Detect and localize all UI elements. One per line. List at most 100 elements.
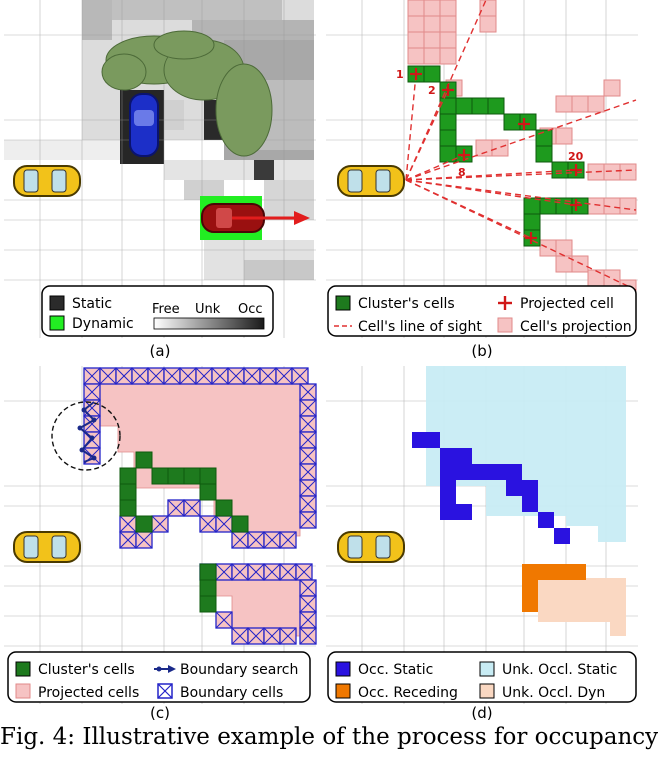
boundary-cell-cross xyxy=(215,563,233,581)
occupancy-gradient-bar xyxy=(153,317,265,330)
red-car-icon xyxy=(201,203,310,233)
boundary-cell-cross xyxy=(211,367,229,385)
boundary-cell-cross xyxy=(299,463,317,481)
boundary-cell-cross xyxy=(243,367,261,385)
legend-projected: Projected cell xyxy=(520,296,614,312)
yellow-car-icon xyxy=(13,531,81,563)
cell-number-1: 1 xyxy=(396,68,404,81)
legend-a: Static Dynamic Free Unk Occ xyxy=(41,285,274,337)
boundary-cell-cross xyxy=(115,367,133,385)
legend-static: Static xyxy=(72,296,112,312)
boundary-cell-cross xyxy=(279,627,297,645)
legend-occ-static: Occ. Static xyxy=(358,662,433,678)
boundary-cell-cross xyxy=(195,367,213,385)
boundary-cell-cross xyxy=(231,531,249,549)
boundary-cell-cross xyxy=(215,611,233,629)
boundary-cell-cross xyxy=(247,563,265,581)
boundary-cell-cross xyxy=(199,515,217,533)
boundary-cell-cross xyxy=(299,447,317,465)
boundary-cell-cross xyxy=(299,627,317,645)
legend-c: Cluster's cells Projected cells Boundary… xyxy=(7,651,311,703)
boundary-cell-cross xyxy=(275,367,293,385)
boundary-cell-cross xyxy=(279,563,297,581)
boundary-cell-cross xyxy=(231,563,249,581)
boundary-cell-cross xyxy=(299,611,317,629)
legend-occ-receding: Occ. Receding xyxy=(358,685,458,701)
cell-number-8: 8 xyxy=(458,166,466,179)
boundary-cell-cross xyxy=(299,415,317,433)
boundary-cell-cross xyxy=(83,383,101,401)
tree-icon xyxy=(101,30,273,157)
boundary-cell-cross xyxy=(247,627,265,645)
panel-b-label: (b) xyxy=(471,342,493,360)
lines-of-sight xyxy=(405,0,637,291)
boundary-cell-cross xyxy=(83,415,101,433)
boundary-cell-cross xyxy=(231,627,249,645)
boundary-cell-cross xyxy=(299,479,317,497)
boundary-cell-cross xyxy=(299,399,317,417)
boundary-cell-cross xyxy=(299,511,317,529)
boundary-cell-cross xyxy=(119,515,137,533)
boundary-cell-cross xyxy=(183,499,201,517)
occ-static-cells xyxy=(412,432,570,544)
boundary-cell-cross xyxy=(119,531,137,549)
yellow-car-icon xyxy=(13,165,81,197)
boundary-cell-cross xyxy=(263,563,281,581)
legend-unk-static: Unk. Occl. Static xyxy=(502,662,617,678)
cell-numbers: 1 2 8 20 xyxy=(396,68,584,179)
legend-cluster: Cluster's cells xyxy=(38,662,135,678)
occ-receding-cells xyxy=(522,564,586,612)
legend-occ: Occ xyxy=(238,302,263,317)
panel-a-label: (a) xyxy=(149,342,171,360)
boundary-cell-cross xyxy=(263,627,281,645)
panel-a: Static Dynamic Free Unk Occ xyxy=(4,0,316,338)
boundary-cell-cross xyxy=(131,367,149,385)
boundary-cell-cross xyxy=(299,383,317,401)
boundary-cell-cross xyxy=(299,495,317,513)
boundary-cell-cross xyxy=(291,367,309,385)
legend-boundary: Boundary cells xyxy=(180,685,283,701)
projected-region xyxy=(99,383,301,637)
legend-projected: Projected cells xyxy=(38,685,139,701)
boundary-cell-cross xyxy=(83,367,101,385)
blue-car-icon xyxy=(129,93,159,157)
boundary-cell-cross xyxy=(299,595,317,613)
boundary-cell-cross xyxy=(263,531,281,549)
grid-lines xyxy=(4,0,316,338)
boundary-cell-cross xyxy=(135,531,153,549)
boundary-cell-cross xyxy=(247,531,265,549)
panel-d: Occ. Static Occ. Receding Unk. Occl. Sta… xyxy=(326,366,638,704)
legend-free: Free xyxy=(152,302,180,317)
boundary-cell-cross xyxy=(259,367,277,385)
cell-number-20: 20 xyxy=(568,150,584,163)
boundary-cell-cross xyxy=(215,515,233,533)
cluster-cells xyxy=(119,451,249,613)
legend-b: Cluster's cells Cell's line of sight Pro… xyxy=(327,285,637,337)
boundary-cells xyxy=(83,367,317,645)
cell-number-2: 2 xyxy=(428,84,436,97)
figure-caption: Fig. 4: Illustrative example of the proc… xyxy=(0,724,658,750)
boundary-cell-cross xyxy=(151,515,169,533)
legend-dynamic: Dynamic xyxy=(72,316,134,332)
legend-cluster: Cluster's cells xyxy=(358,296,455,312)
unk-occl-dyn-region xyxy=(538,578,626,636)
boundary-cell-cross xyxy=(163,367,181,385)
legend-los: Cell's line of sight xyxy=(358,319,482,335)
boundary-cell-cross xyxy=(299,431,317,449)
legend-unk-dyn: Unk. Occl. Dyn xyxy=(502,685,605,701)
panel-c-label-visible: (c) xyxy=(150,704,170,722)
boundary-cell-cross xyxy=(147,367,165,385)
legend-projection: Cell's projection xyxy=(520,319,632,335)
panel-c: Cluster's cells Projected cells Boundary… xyxy=(4,366,317,704)
legend-d: Occ. Static Occ. Receding Unk. Occl. Sta… xyxy=(327,651,637,703)
legend-search: Boundary search xyxy=(180,662,298,678)
yellow-car-icon xyxy=(337,165,405,197)
boundary-cell-cross xyxy=(99,367,117,385)
boundary-cell-cross xyxy=(179,367,197,385)
projected-cell-markers xyxy=(410,68,582,244)
unk-occl-static-region xyxy=(426,366,626,542)
panel-d-label: (d) xyxy=(471,704,493,722)
boundary-cell-cross xyxy=(295,563,313,581)
panel-b: 1 2 8 20 Cluster's cells Cell's line of … xyxy=(326,0,638,338)
boundary-cell-cross xyxy=(299,579,317,597)
